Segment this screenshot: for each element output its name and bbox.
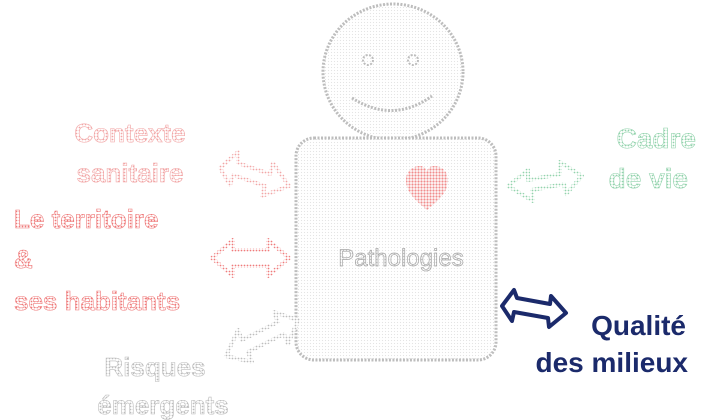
label-cadre-line2: de vie (609, 163, 688, 194)
label-territoire-line1: Le territoire (14, 204, 159, 234)
label-risques-line1: Risques (104, 352, 205, 382)
label-cadre-line1: Cadre (617, 123, 696, 154)
arrow-risques-icon (224, 310, 300, 364)
label-territoire-line2: & (14, 244, 33, 274)
label-qualite-line1: Qualité (591, 310, 686, 341)
figure-smile (351, 94, 433, 112)
figure-eyes (362, 54, 419, 66)
heart-icon (406, 166, 448, 210)
arrow-contexte-icon (218, 150, 291, 198)
arrow-cadre-icon (506, 160, 584, 203)
label-territoire-line3: ses habitants (14, 286, 180, 316)
arrow-qualite-icon (500, 288, 568, 329)
figure-head (321, 2, 465, 142)
label-qualite-line2: des milieux (535, 347, 688, 378)
label-center-pathologies: Pathologies (338, 245, 463, 272)
label-contexte-line1: Contexte (74, 118, 185, 148)
arrow-territoire-icon (210, 238, 291, 278)
label-risques-line2: émergents (97, 390, 229, 420)
label-contexte-line2: sanitaire (77, 158, 184, 188)
figure-body (294, 136, 498, 362)
